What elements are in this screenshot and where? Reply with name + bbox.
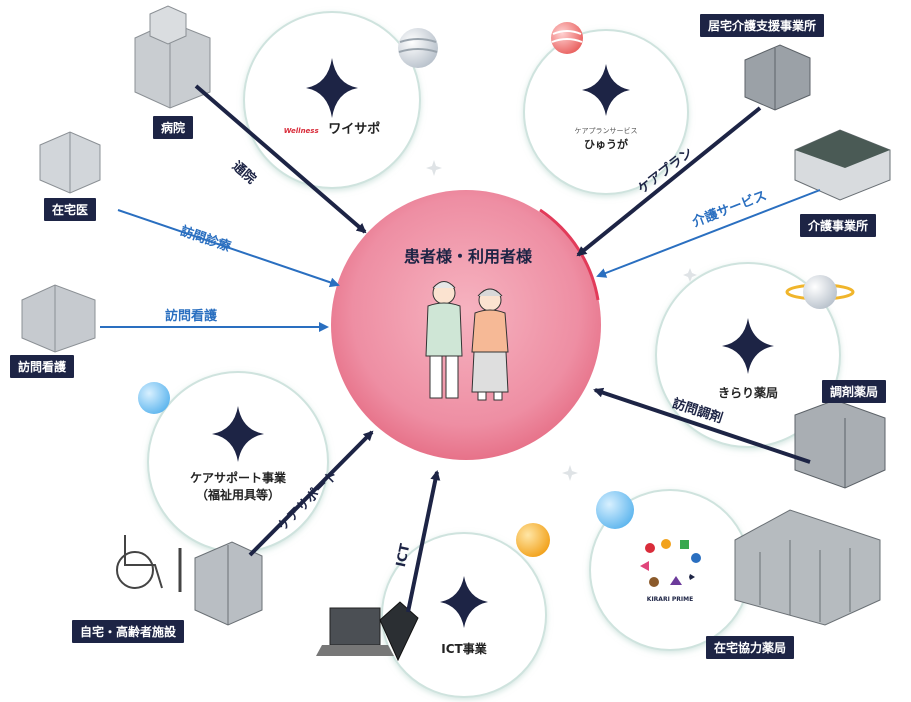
sparkle-icon-ict	[440, 576, 488, 628]
hospital-building-icon	[134, 5, 211, 109]
orb-blue-icon	[138, 382, 170, 414]
facility-home-doctor: 在宅医	[44, 198, 97, 221]
hyuga-brand: ケアプランサービス ひゅうが	[556, 126, 656, 152]
home-facility-building-icon	[194, 541, 263, 626]
waisapo-brand: Wellness ワイサポ	[282, 118, 382, 137]
bg-sparkle-icon	[562, 465, 578, 481]
facility-care-support-office: 居宅介護支援事業所	[700, 14, 825, 37]
ict-name: ICT事業	[441, 642, 487, 656]
kirari-prime-logo-icon	[640, 539, 701, 587]
caresupport-line1: ケアサポート事業	[189, 471, 286, 485]
tablet-icon	[379, 601, 419, 662]
facility-home-elderly: 自宅・高齢者施設	[72, 620, 185, 643]
prime-name: KIRARI PRIME	[646, 596, 694, 603]
arrow-care-plan	[576, 106, 762, 257]
laptop-icon	[316, 607, 394, 656]
arrow-care-service	[596, 189, 821, 278]
facility-care-office: 介護事業所	[800, 214, 877, 237]
arrow-care-support	[248, 430, 374, 557]
arrow-home-doctor	[117, 209, 340, 288]
patients-illustration-icon	[425, 281, 509, 401]
sparkle-icon-hyuga	[582, 64, 630, 116]
partner-pharmacy-buildings-icon	[734, 509, 881, 626]
kirari-name: きらり薬局	[717, 386, 778, 400]
waisapo-small: Wellness	[283, 127, 319, 135]
arrow-label-visit-nursing: 訪問看護	[165, 309, 218, 324]
orb-red-bands	[551, 30, 583, 43]
arrow-visit-dispensing	[593, 387, 811, 464]
bg-sparkle-icon	[683, 268, 697, 282]
orb-grey-bands	[398, 38, 438, 53]
facility-visit-nursing: 訪問看護	[10, 355, 75, 378]
sparkle-icon-waisapo	[306, 58, 358, 118]
wheelchair-icon	[116, 535, 182, 592]
bg-sparkle-icon	[426, 160, 442, 176]
caresupport-line2: （福祉用具等）	[195, 488, 280, 502]
arrow-ict	[406, 470, 441, 613]
facility-partner-pharmacy: 在宅協力薬局	[706, 636, 795, 659]
waisapo-name: ワイサポ	[328, 122, 381, 137]
orb-orange-icon	[516, 523, 550, 557]
sparkle-icon-kirari	[722, 318, 774, 374]
facility-hospital: 病院	[153, 116, 194, 139]
visit-nursing-building-icon	[21, 284, 96, 353]
arrow-hospital	[194, 84, 367, 234]
care-office-building-icon	[794, 129, 891, 201]
hyuga-small: ケアプランサービス	[574, 127, 638, 135]
planet-icon	[803, 275, 837, 309]
patient-center-circle	[331, 190, 601, 460]
center-title: 患者様・利用者様	[403, 247, 532, 266]
home-doctor-building-icon	[39, 131, 101, 194]
caresupport-brand: ケアサポート事業 （福祉用具等）	[168, 470, 308, 504]
orb-lightblue-icon	[596, 491, 634, 529]
dispensing-pharmacy-building-icon	[794, 399, 886, 489]
hyuga-name: ひゅうが	[584, 138, 628, 151]
facility-dispensing-pharmacy: 調剤薬局	[822, 380, 887, 403]
care-support-office-building-icon	[744, 44, 811, 111]
sparkle-icon-caresupport	[212, 406, 264, 462]
